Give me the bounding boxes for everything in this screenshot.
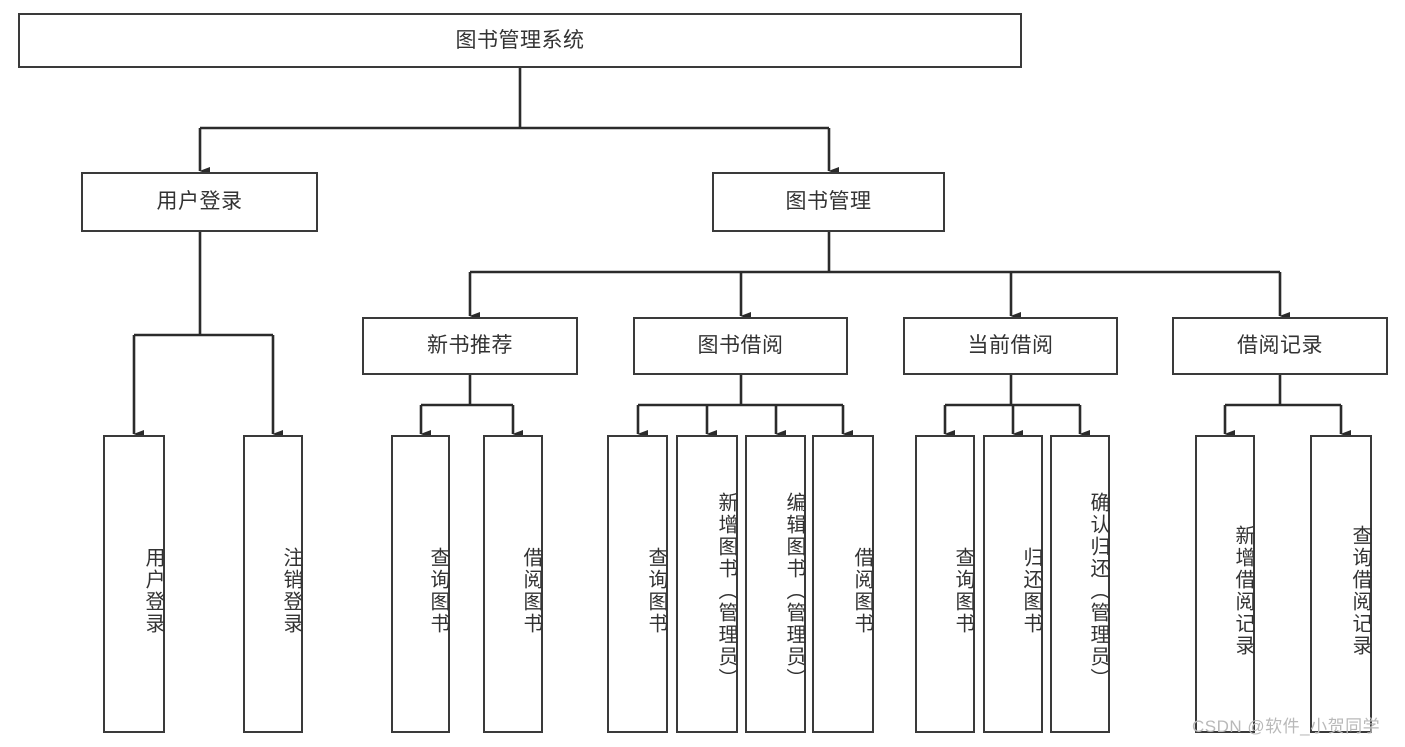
node-label: 用户登录 — [156, 190, 243, 214]
node-label: 编辑图书（管理员） — [783, 492, 805, 690]
node-leaf-edit-book[interactable]: 编辑图书（管理员） — [745, 435, 806, 733]
node-leaf-borrow-book-2[interactable]: 借阅图书 — [812, 435, 874, 733]
node-label: 注销登录 — [280, 547, 302, 635]
node-label: 借阅记录 — [1237, 334, 1323, 358]
node-label: 查询图书 — [952, 547, 974, 635]
node-leaf-query-book-1[interactable]: 查询图书 — [391, 435, 450, 733]
watermark: CSDN @软件_小贺同学 — [1192, 717, 1381, 736]
node-label: 图书管理系统 — [455, 28, 585, 52]
node-book-manage[interactable]: 图书管理 — [712, 172, 945, 232]
node-leaf-query-book-3[interactable]: 查询图书 — [915, 435, 975, 733]
node-label: 图书借阅 — [697, 334, 784, 358]
node-book-borrow[interactable]: 图书借阅 — [633, 317, 848, 375]
node-leaf-add-book[interactable]: 新增图书（管理员） — [676, 435, 738, 733]
node-leaf-confirm-return[interactable]: 确认归还（管理员） — [1050, 435, 1110, 733]
node-current-borrow[interactable]: 当前借阅 — [903, 317, 1118, 375]
node-label: 图书管理 — [785, 190, 872, 214]
node-leaf-logout[interactable]: 注销登录 — [243, 435, 303, 733]
node-label: 查询借阅记录 — [1349, 525, 1371, 657]
node-new-book-recommend[interactable]: 新书推荐 — [362, 317, 578, 375]
node-leaf-user-login[interactable]: 用户登录 — [103, 435, 165, 733]
node-label: 借阅图书 — [851, 547, 873, 635]
node-borrow-record[interactable]: 借阅记录 — [1172, 317, 1388, 375]
node-label: 借阅图书 — [520, 547, 542, 635]
node-label: 新书推荐 — [427, 334, 513, 358]
node-user-login[interactable]: 用户登录 — [81, 172, 318, 232]
node-leaf-query-book-2[interactable]: 查询图书 — [607, 435, 668, 733]
node-label: 归还图书 — [1020, 547, 1042, 635]
node-root-title[interactable]: 图书管理系统 — [18, 13, 1022, 68]
node-leaf-borrow-book-1[interactable]: 借阅图书 — [483, 435, 543, 733]
node-leaf-query-record[interactable]: 查询借阅记录 — [1310, 435, 1372, 733]
node-label: 新增借阅记录 — [1232, 525, 1254, 657]
node-label: 新增图书（管理员） — [715, 492, 737, 690]
node-leaf-return-book[interactable]: 归还图书 — [983, 435, 1043, 733]
node-leaf-add-record[interactable]: 新增借阅记录 — [1195, 435, 1255, 733]
node-label: 用户登录 — [142, 547, 164, 635]
node-label: 当前借阅 — [967, 334, 1054, 358]
node-label: 查询图书 — [645, 547, 667, 635]
node-label: 查询图书 — [427, 547, 449, 635]
node-label: 确认归还（管理员） — [1087, 492, 1109, 690]
